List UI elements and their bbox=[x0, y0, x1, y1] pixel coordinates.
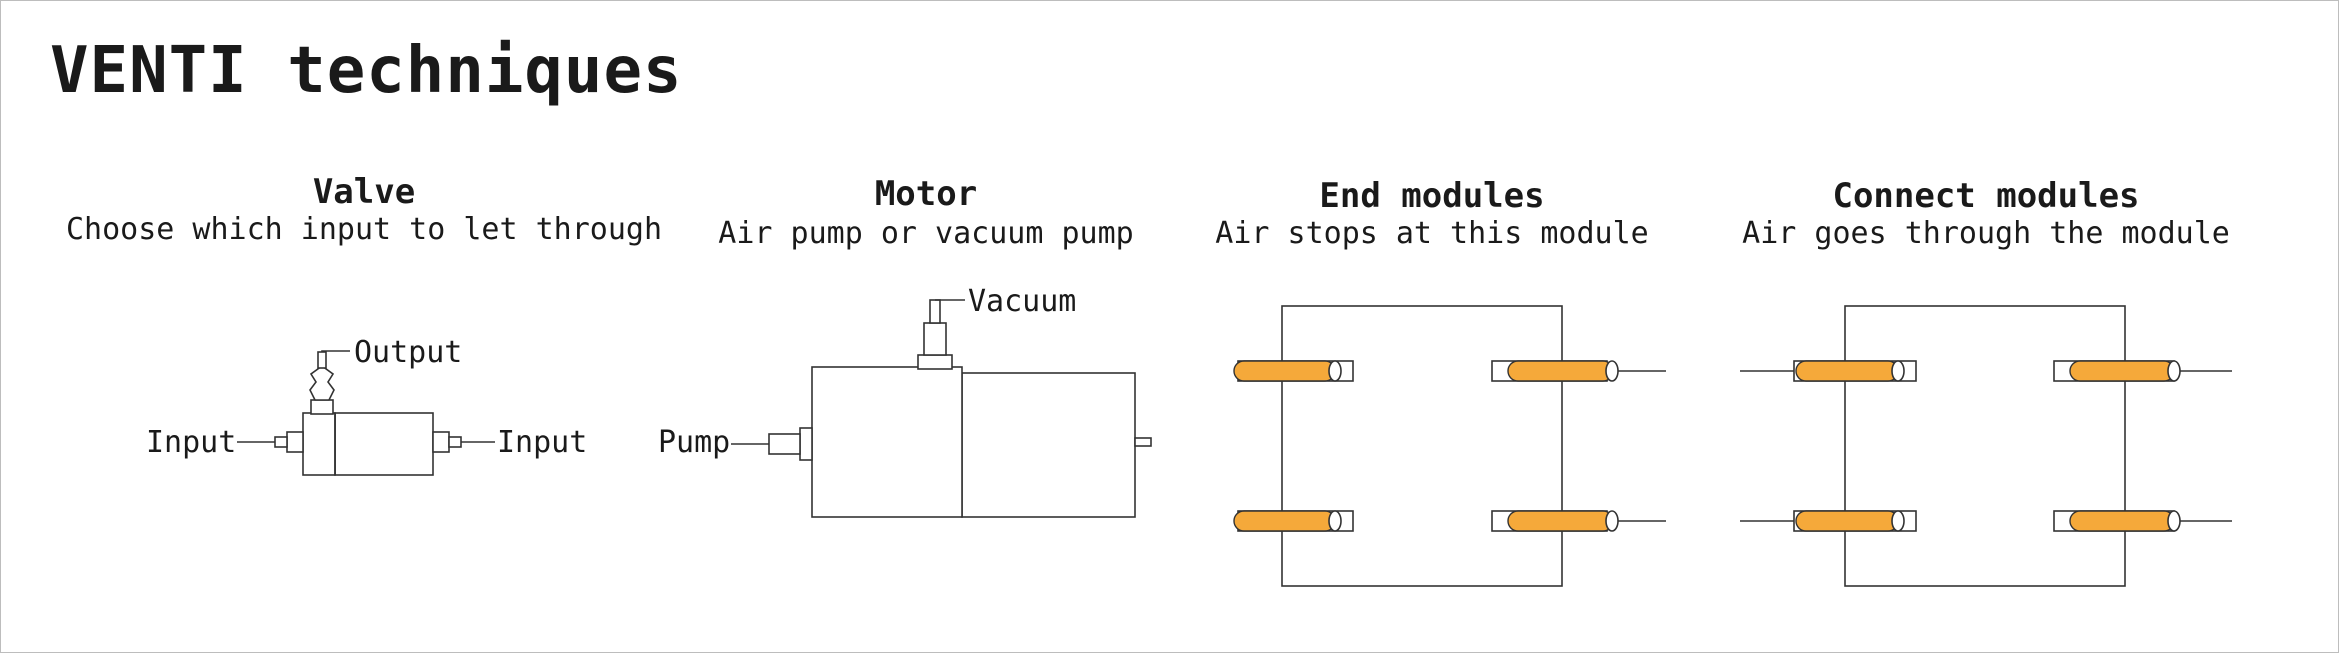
end-module-box bbox=[1281, 305, 1563, 587]
valve-input-right-label: Input bbox=[497, 425, 587, 460]
end-module-tube-top-left bbox=[1233, 360, 1354, 382]
valve-title: Valve bbox=[312, 172, 416, 212]
motor-shaft bbox=[1134, 437, 1152, 447]
valve-body bbox=[334, 412, 434, 476]
connect-module-tube-top-left bbox=[1740, 360, 1917, 382]
valve-left-inlet bbox=[286, 431, 304, 453]
connect-modules-diagram bbox=[1740, 305, 2232, 587]
valve-output-label: Output bbox=[354, 335, 462, 370]
end-module-tube-top-right bbox=[1491, 360, 1666, 382]
motor-rear-body bbox=[961, 372, 1136, 518]
motor-diagram: Vacuum Pump bbox=[658, 284, 1152, 518]
valve-diagram: Output Input Input bbox=[146, 335, 587, 476]
valve-input-left-label: Input bbox=[146, 425, 236, 460]
valve-manifold bbox=[302, 412, 336, 476]
motor-title: Motor bbox=[874, 174, 978, 214]
valve-right-inlet bbox=[432, 431, 450, 453]
end-modules-subtitle: Air stops at this module bbox=[1215, 216, 1649, 251]
motor-pump-port bbox=[768, 433, 801, 455]
motor-vacuum-port-base bbox=[917, 354, 953, 370]
connect-module-box bbox=[1844, 305, 2126, 587]
valve-output-barb bbox=[309, 365, 335, 401]
end-module-tube-bottom-left bbox=[1233, 510, 1354, 532]
end-module-tube-bottom-right bbox=[1491, 510, 1666, 532]
page-title: VENTI techniques bbox=[50, 34, 683, 108]
connect-modules-subtitle: Air goes through the module bbox=[1742, 216, 2230, 251]
valve-output-port bbox=[310, 399, 334, 415]
connect-module-tube-top-right bbox=[2053, 360, 2232, 382]
connect-modules-title: Connect modules bbox=[1832, 176, 2140, 216]
connect-module-tube-bottom-left bbox=[1740, 510, 1917, 532]
motor-front-body bbox=[811, 366, 963, 518]
end-modules-diagram bbox=[1233, 305, 1666, 587]
motor-pump-flange bbox=[799, 427, 813, 461]
connect-module-tube-bottom-right bbox=[2053, 510, 2232, 532]
motor-vacuum-port bbox=[923, 322, 947, 356]
valve-subtitle: Choose which input to let through bbox=[65, 212, 663, 247]
motor-vacuum-label: Vacuum bbox=[968, 284, 1076, 319]
end-modules-title: End modules bbox=[1319, 176, 1545, 216]
motor-pump-label: Pump bbox=[658, 425, 730, 460]
motor-subtitle: Air pump or vacuum pump bbox=[718, 216, 1134, 251]
